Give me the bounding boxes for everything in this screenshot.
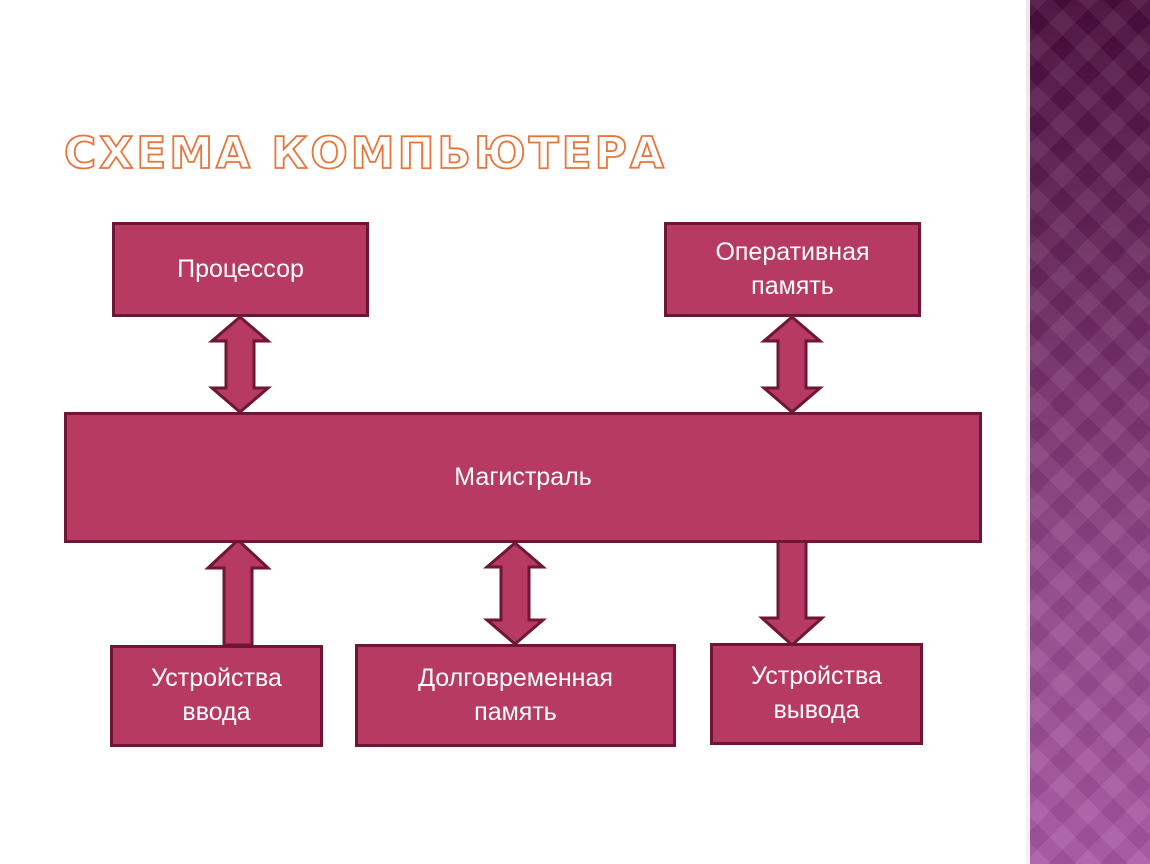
input-devices-label: Устройства ввода — [151, 664, 282, 726]
arrow-ram-bus — [759, 315, 825, 414]
arrow-bus-storage — [482, 541, 548, 646]
processor-box: Процессор — [112, 222, 369, 317]
storage-box: Долговременная память — [355, 644, 676, 747]
output-devices-label: Устройства вывода — [751, 662, 882, 724]
input-devices-box: Устройства ввода — [110, 645, 323, 747]
bus-label: Магистраль — [454, 462, 592, 491]
processor-label: Процессор — [177, 254, 304, 283]
decorative-side-panel — [1026, 0, 1150, 864]
slide-title: Схема компьютера — [63, 127, 667, 180]
storage-label: Долговременная память — [418, 663, 613, 726]
arrow-processor-bus — [207, 315, 273, 414]
bus-box: Магистраль — [64, 412, 982, 543]
arrow-input-bus — [204, 537, 272, 647]
ram-box: Оперативная память — [664, 222, 921, 317]
arrow-bus-output — [758, 538, 826, 648]
ram-label: Оперативная память — [715, 237, 870, 300]
output-devices-box: Устройства вывода — [710, 643, 923, 745]
